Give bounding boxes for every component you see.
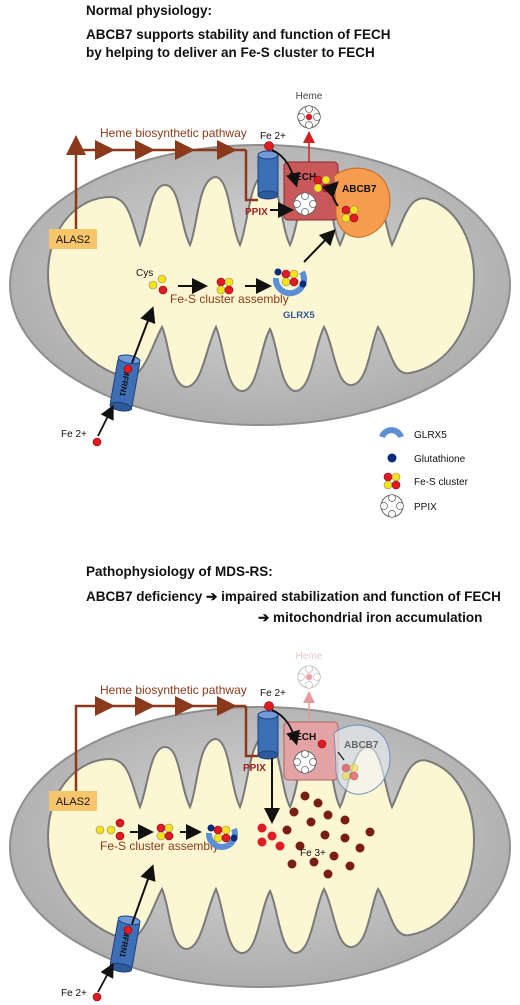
bottom-fe-top-label: Fe 2+ bbox=[260, 688, 286, 699]
bottom-alas2-box bbox=[49, 791, 97, 811]
top-transfer-arrow bbox=[321, 181, 339, 207]
top-pathway-arrow bbox=[66, 135, 258, 232]
bottom-sulfur-2 bbox=[106, 825, 116, 835]
bottom-panel: Heme biosynthetic pathway ALAS2 Heme Fe … bbox=[9, 651, 511, 1002]
top-iron-mfrn1 bbox=[123, 364, 133, 374]
bottom-mfrn1-to-assembly-arrow bbox=[131, 864, 156, 925]
legend-glrx5-label: GLRX5 bbox=[414, 430, 447, 441]
bottom-glrx5-complex bbox=[205, 824, 238, 850]
bottom-alas2-label: ALAS2 bbox=[56, 796, 90, 808]
top-ppix-label: PPIX bbox=[245, 207, 268, 218]
bottom-iron-2 bbox=[115, 831, 125, 841]
bottom-iron-accumulation bbox=[257, 791, 375, 879]
top-fe-bottom-label: Fe 2+ bbox=[61, 429, 87, 440]
top-iron-import-arrow bbox=[97, 404, 114, 437]
bottom-iron-ion-top bbox=[264, 701, 274, 711]
top-heme-icon bbox=[297, 105, 321, 129]
bottom-iron-entry-arrow bbox=[271, 709, 300, 746]
bottom-transfer-hint bbox=[337, 751, 345, 761]
top-sulfur-2 bbox=[157, 274, 167, 284]
bottom-heme-faded: Heme bbox=[296, 651, 323, 689]
top-heme-transporter bbox=[257, 150, 279, 200]
top-fe-top-label: Fe 2+ bbox=[260, 131, 286, 142]
top-fech-label: FECH bbox=[289, 172, 316, 183]
bottom-heading: Pathophysiology of MDS-RS: bbox=[86, 564, 273, 579]
top-cys-label: Cys bbox=[136, 268, 153, 279]
top-statement-line-1: ABCB7 supports stability and function of… bbox=[86, 27, 391, 42]
top-glrx5-label: GLRX5 bbox=[283, 310, 315, 321]
top-sulfur-1 bbox=[148, 280, 158, 290]
bottom-pathway-arrow bbox=[74, 696, 258, 795]
top-iron-1 bbox=[158, 285, 168, 295]
legend-fe-s-cluster-label: Fe-S cluster bbox=[414, 477, 469, 488]
legend-glrx5-icon bbox=[379, 427, 404, 439]
top-mfrn1-transporter: MFRN1 bbox=[108, 353, 142, 413]
top-panel: Heme biosynthetic pathway ALAS2 Heme Fe … bbox=[9, 91, 511, 447]
bottom-iron-outside bbox=[92, 992, 102, 1002]
top-mfrn1-to-cys-arrow bbox=[131, 306, 156, 364]
top-abcb7-label: ABCB7 bbox=[342, 184, 377, 195]
bottom-fech-label: FECH bbox=[289, 732, 316, 743]
bottom-heme-label: Heme bbox=[296, 651, 323, 662]
bottom-ppix-label: PPIX bbox=[243, 763, 266, 774]
top-alas2-label: ALAS2 bbox=[56, 234, 90, 246]
top-iron-ion-top bbox=[264, 141, 274, 151]
bottom-fe-bottom-label: Fe 2+ bbox=[61, 988, 87, 999]
top-heme-label: Heme bbox=[296, 91, 323, 102]
top-glrx5-complex bbox=[272, 268, 307, 297]
bottom-fe3-label: Fe 3+ bbox=[300, 848, 326, 859]
bottom-iron-1 bbox=[115, 818, 125, 828]
top-statement-line-2: by helping to deliver an Fe-S cluster to… bbox=[86, 45, 375, 60]
legend-ppix-icon bbox=[380, 494, 404, 518]
bottom-iron-import-arrow bbox=[97, 962, 114, 993]
top-glrx5-to-abcb7-arrow bbox=[303, 229, 336, 263]
legend-glutathione-label: Glutathione bbox=[414, 454, 466, 465]
bottom-assembly-label: Fe-S cluster assembly bbox=[100, 839, 219, 853]
bottom-iron-mfrn1 bbox=[123, 925, 133, 935]
legend-glutathione-icon bbox=[387, 453, 397, 463]
bottom-abcb7-label: ABCB7 bbox=[344, 740, 379, 751]
bottom-fech-ppix bbox=[293, 750, 317, 774]
top-iron-outside bbox=[92, 437, 102, 447]
legend: GLRX5 Glutathione Fe-S cluster PPIX bbox=[379, 427, 469, 518]
top-iron-entry-arrow bbox=[271, 149, 300, 188]
top-pathway-label: Heme biosynthetic pathway bbox=[100, 126, 247, 140]
bottom-statement-line-1: ABCB7 deficiency ➔ impaired stabilizatio… bbox=[86, 589, 501, 604]
top-fech-ppix bbox=[293, 192, 317, 216]
bottom-fech-iron bbox=[317, 739, 327, 749]
top-assembly-label: Fe-S cluster assembly bbox=[170, 292, 289, 306]
bottom-statement-line-2: ➔ mitochondrial iron accumulation bbox=[258, 610, 483, 625]
top-alas2-box bbox=[49, 229, 97, 249]
legend-fe-s-cluster-icon bbox=[383, 472, 401, 490]
bottom-mfrn1-transporter: MFRN1 bbox=[108, 914, 142, 974]
bottom-sulfur-1 bbox=[95, 825, 105, 835]
bottom-heme-transporter bbox=[257, 710, 279, 760]
legend-ppix-label: PPIX bbox=[414, 502, 437, 513]
top-heading: Normal physiology: bbox=[86, 3, 213, 18]
bottom-pathway-label: Heme biosynthetic pathway bbox=[100, 683, 247, 697]
